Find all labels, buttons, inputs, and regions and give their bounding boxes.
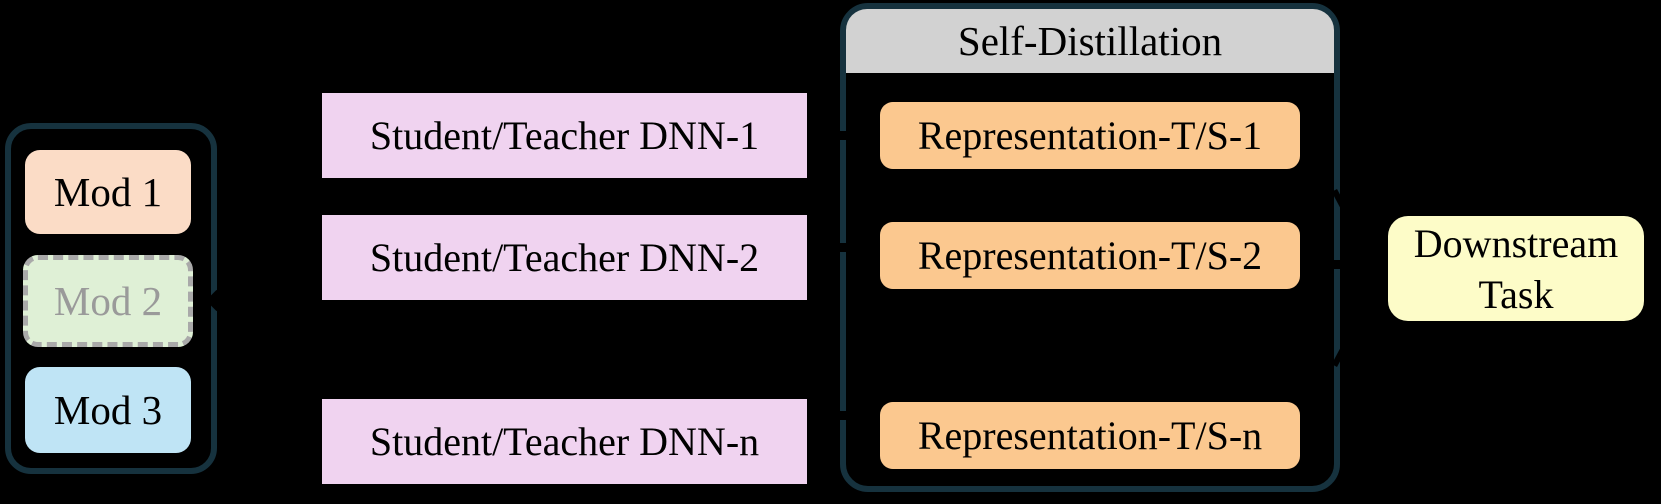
downstream-task-label: Downstream Task <box>1413 220 1619 317</box>
dnn-box-2-label: Student/Teacher DNN-2 <box>369 235 760 280</box>
dnn-box-3: Student/Teacher DNN-n <box>322 399 807 484</box>
modality-box-1: Mod 1 <box>25 150 191 234</box>
dnn-box-1-label: Student/Teacher DNN-1 <box>369 113 760 158</box>
arrow-notch-row3 <box>833 411 849 420</box>
arrow-notch-row1 <box>833 131 849 140</box>
representation-box-2-label: Representation-T/S-2 <box>917 233 1263 278</box>
modality-box-2-label: Mod 2 <box>53 278 163 324</box>
modality-box-3-label: Mod 3 <box>53 387 163 433</box>
representation-box-3-label: Representation-T/S-n <box>917 413 1263 458</box>
self-distillation-header: Self-Distillation <box>846 9 1334 73</box>
downstream-task-box: Downstream Task <box>1388 216 1644 321</box>
representation-box-2: Representation-T/S-2 <box>880 222 1300 289</box>
representation-box-3: Representation-T/S-n <box>880 402 1300 469</box>
modality-box-3: Mod 3 <box>25 367 191 453</box>
self-distillation-panel: Self-Distillation Representation-T/S-1 R… <box>840 3 1340 492</box>
dnn-box-3-label: Student/Teacher DNN-n <box>369 419 760 464</box>
representation-box-1-label: Representation-T/S-1 <box>917 113 1263 158</box>
brace-mark-middle <box>1330 260 1347 269</box>
self-distillation-title: Self-Distillation <box>957 18 1223 64</box>
modality-box-1-label: Mod 1 <box>53 169 163 215</box>
dnn-box-1: Student/Teacher DNN-1 <box>322 93 807 178</box>
dnn-box-2: Student/Teacher DNN-2 <box>322 215 807 300</box>
representation-box-1: Representation-T/S-1 <box>880 102 1300 169</box>
modality-panel: Mod 1 Mod 2 Mod 3 <box>5 123 217 474</box>
modality-box-2: Mod 2 <box>23 255 193 347</box>
arrow-notch-row2 <box>833 243 849 252</box>
